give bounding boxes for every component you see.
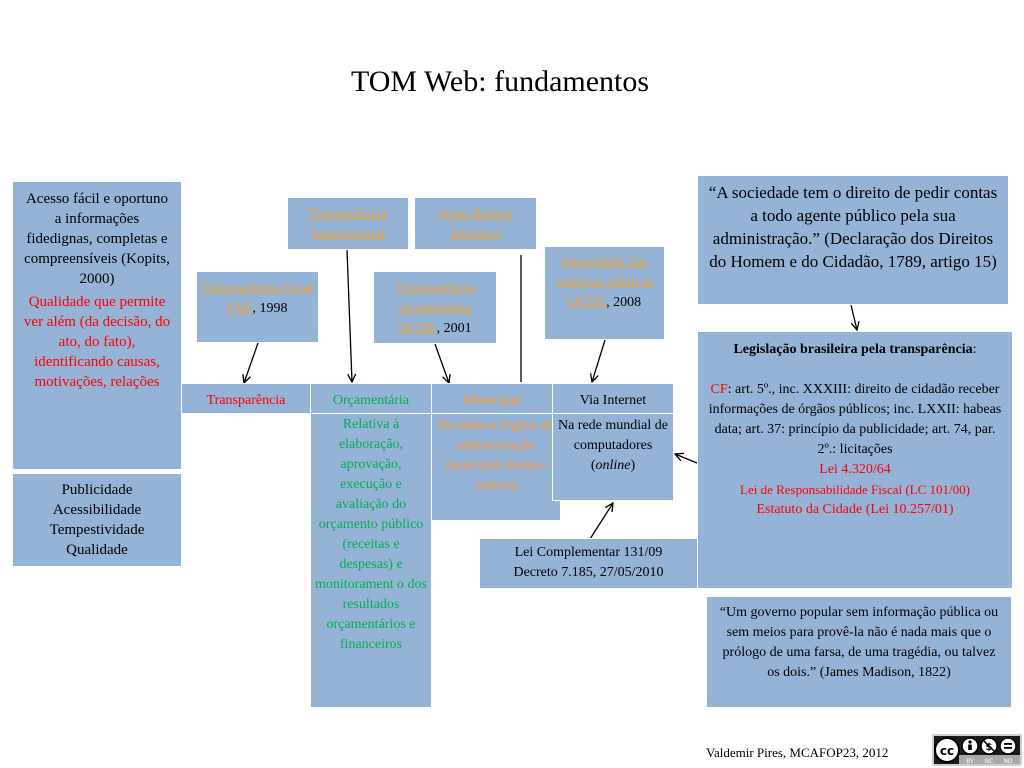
- access-box: Acesso fácil e oportuno a informações fi…: [12, 181, 182, 470]
- legislacao-heading-colon: :: [972, 342, 977, 357]
- arrow-quote1: [850, 304, 857, 330]
- internacional-box: Transparência Internacional: [287, 197, 409, 250]
- arrow-lei-complementar: [589, 503, 613, 540]
- open-budget-box: Open Budget Initiative: [414, 197, 537, 250]
- arrow-legislacao: [675, 454, 698, 464]
- cc-label-nc: NC: [985, 758, 994, 764]
- nd-icon: [999, 737, 1017, 755]
- cc-label-by: BY: [966, 758, 974, 764]
- quote-madison: “Um governo popular sem informação públi…: [706, 596, 1012, 708]
- fmi-link[interactable]: FMI: [227, 301, 253, 316]
- attributes-box: Publicidade Acessibilidade Tempestividad…: [12, 473, 182, 567]
- attribute-item: Qualidade: [66, 542, 128, 558]
- svg-text:$: $: [986, 742, 993, 753]
- row-via-internet: Via Internet: [552, 383, 674, 414]
- ocde-link[interactable]: OCDE: [567, 295, 607, 310]
- attribute-item: Publicidade: [61, 482, 133, 498]
- lei-complementar-line: Lei Complementar 131/09: [514, 545, 663, 560]
- internet-detail-close: ): [630, 458, 636, 473]
- row-orcamentaria: Orçamentária: [310, 383, 432, 414]
- quality-text: Qualidade que permite ver além (da decis…: [23, 294, 171, 390]
- legislacao-heading-bold: Legislação brasileira pela transparência: [733, 342, 973, 357]
- municipal-detail: De entes e órgãos da administração munic…: [431, 413, 561, 521]
- lei-complementar-box: Lei Complementar 131/09 Decreto 7.185, 2…: [479, 538, 698, 589]
- lei-responsabilidade-fiscal: Lei de Responsabilidade Fiscal (LC 101/0…: [740, 482, 970, 497]
- access-text: Acesso fácil e oportuno a informações fi…: [24, 191, 170, 287]
- integridade-link[interactable]: Integridade das compras públicas: [555, 255, 654, 290]
- footer-credit: Valdemir Pires, MCAFOP23, 2012: [706, 745, 889, 760]
- row-municipal: Municipal: [431, 383, 553, 414]
- cf-text: : art. 5º., inc. XXXIII: direito de cida…: [708, 382, 1002, 457]
- internet-detail: Na rede mundial de computadores (online): [552, 413, 674, 501]
- estatuto-cidade: Estatuto da Cidade (Lei 10.257/01): [756, 502, 954, 517]
- arrow-internacional: [346, 249, 352, 382]
- open-budget-link[interactable]: Open Budget Initiative: [438, 207, 513, 242]
- cc-license-icons: cc $ BY NC ND: [934, 737, 1020, 764]
- legislacao-heading: Legislação brasileira pela transparência…: [706, 340, 1004, 360]
- arrow-integridade: [592, 339, 606, 382]
- arrow-fiscal: [244, 342, 259, 383]
- integridade-box: Integridade das compras públicas OCDE, 2…: [544, 246, 665, 340]
- cf-paragraph: CF: art. 5º., inc. XXXIII: direito de ci…: [706, 380, 1004, 460]
- internet-detail-online: online: [595, 458, 631, 473]
- fiscal-link[interactable]: Transparência fiscal: [201, 281, 314, 296]
- orcamentaria-box: Transparência orçamentária OCDE, 2001: [373, 271, 497, 344]
- internet-detail-text: Na rede mundial de computadores (: [557, 418, 668, 473]
- attribute-item: Tempestividade: [49, 522, 145, 538]
- cc-license-badge[interactable]: cc $ BY NC ND: [932, 734, 1022, 766]
- integridade-year: , 2008: [606, 295, 642, 310]
- cf-label: CF: [710, 382, 728, 397]
- arrow-orcamentaria: [434, 343, 449, 383]
- quote-declaracao: “A sociedade tem o direito de pedir cont…: [697, 175, 1009, 305]
- orcamentaria-link[interactable]: Transparência orçamentária: [395, 281, 475, 316]
- row-transparencia: Transparência: [181, 383, 311, 414]
- ocde-link[interactable]: OCDE: [398, 321, 437, 336]
- page-title: TOM Web: fundamentos: [350, 65, 650, 98]
- cc-label-nd: ND: [1003, 758, 1012, 764]
- legislacao-box: Legislação brasileira pela transparência…: [697, 331, 1013, 589]
- decreto-line: Decreto 7.185, 27/05/2010: [513, 565, 664, 580]
- cc-logo-text: cc: [940, 744, 954, 758]
- internacional-link[interactable]: Transparência Internacional: [308, 207, 388, 242]
- orcamentaria-year: , 2001: [436, 321, 472, 336]
- fiscal-box: Transparência fiscal FMI, 1998: [196, 271, 319, 343]
- orcamentaria-detail: Relativa à elaboração, aprovação, execuç…: [310, 413, 432, 708]
- lei-4320: Lei 4.320/64: [819, 462, 891, 477]
- fiscal-year: , 1998: [252, 301, 288, 316]
- attribute-item: Acessibilidade: [52, 502, 142, 518]
